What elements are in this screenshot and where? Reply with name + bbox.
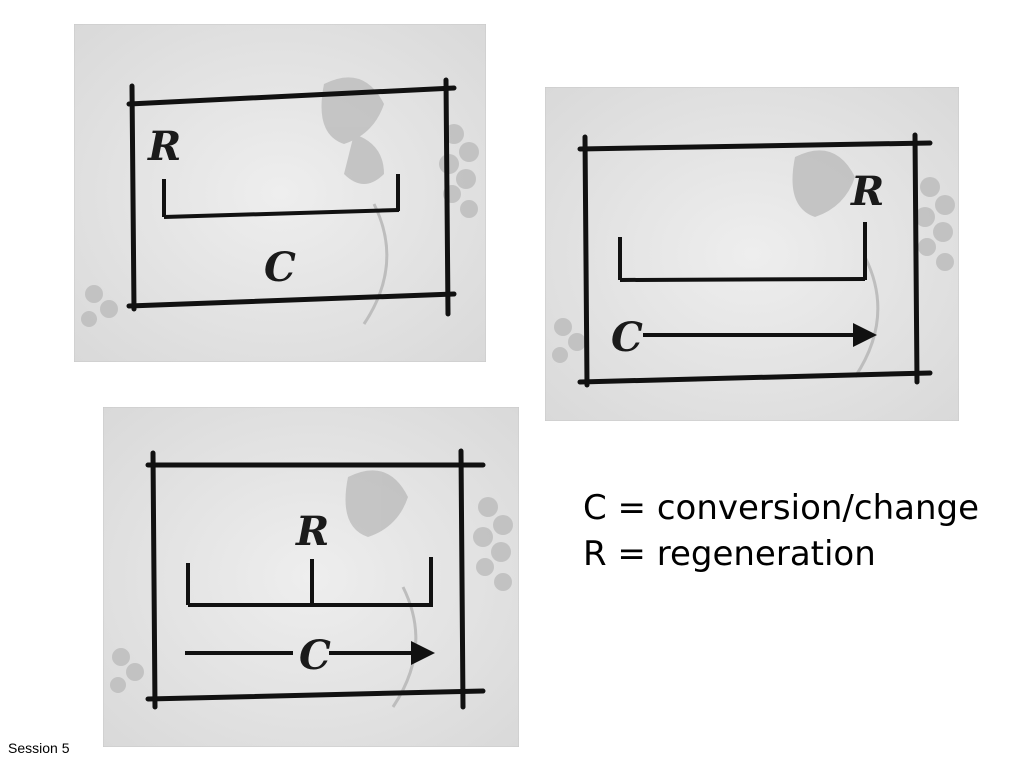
frame [577,132,933,388]
panel-background [74,24,486,362]
r-label: R [147,123,181,170]
session-footer: Session 5 [8,740,70,756]
diagram-panel-2: R C [545,87,959,421]
r-bracket [186,557,433,607]
r-label: R [295,508,329,555]
r-bracket [618,222,867,282]
legend-line-regeneration: R = regeneration [583,534,876,574]
legend: C = conversion/change R = regeneration [583,485,979,577]
c-label: C [264,244,296,291]
r-bracket [162,174,400,219]
c-arrow [643,323,877,347]
grape-vine-decoration [552,150,955,378]
r-label: R [850,168,884,215]
panel-3-svg: R C [103,407,519,747]
panel-2-svg: R C [545,87,959,421]
diagram-panel-1: R C [74,24,486,362]
legend-line-conversion: C = conversion/change [583,488,979,528]
c-label: C [299,632,331,679]
c-arrow [185,641,435,665]
diagram-panel-3: R C [103,407,519,747]
frame [126,77,457,317]
panel-background [545,87,959,421]
grape-vine-decoration [110,470,513,708]
frame [145,448,486,710]
panel-1-svg: R C [74,24,486,362]
c-label: C [611,314,643,361]
